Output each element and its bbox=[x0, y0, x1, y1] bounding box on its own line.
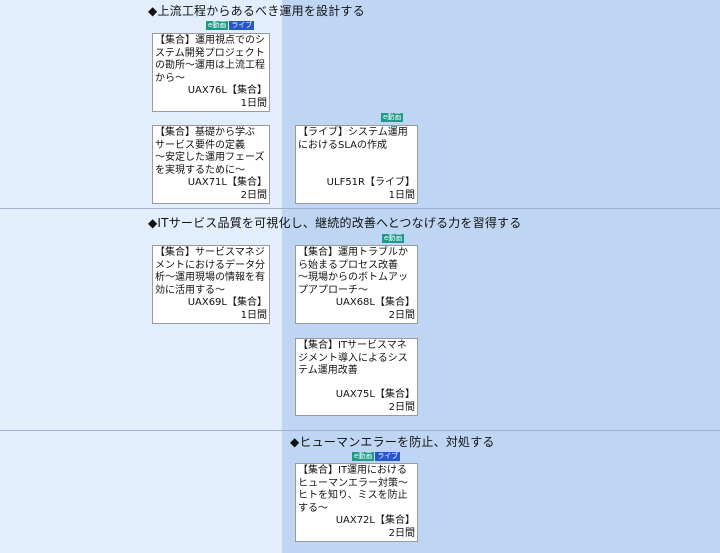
course-code: UAX69L【集合】 bbox=[187, 297, 267, 308]
course-title: 【ライブ】システム運用におけるSLAの作成 bbox=[298, 127, 408, 151]
course-title: 【集合】運用トラブルから始まるプロセス改善 ～現場からのボトムアップアプローチ～ bbox=[298, 247, 408, 296]
course-duration: 1日間 bbox=[240, 309, 267, 321]
live-badge: ライブ bbox=[375, 452, 401, 461]
course-code: UAX72L【集合】 bbox=[335, 515, 415, 526]
video-badge: e動画 bbox=[381, 113, 404, 122]
course-code: UAX71L【集合】 bbox=[187, 177, 267, 188]
section-heading: ◆ヒューマンエラーを防止、対処する bbox=[290, 435, 495, 449]
course-title: 【集合】運用視点でのシステム開発プロジェクトの勘所～運用は上流工程から～ bbox=[155, 35, 265, 84]
course-title: 【集合】基礎から学ぶ サービス要件の定義 ～安定した運用フェーズを実現するために… bbox=[155, 127, 265, 176]
section-divider bbox=[0, 430, 720, 431]
course-code: UAX76L【集合】 bbox=[187, 85, 267, 96]
course-title: 【集合】サービスマネジメントにおけるデータ分析～運用現場の情報を有効に活用する～ bbox=[155, 247, 265, 296]
section-heading: ◆ITサービス品質を可視化し、継続的改善へとつなげる力を習得する bbox=[148, 216, 522, 230]
course-card[interactable]: 【集合】運用トラブルから始まるプロセス改善 ～現場からのボトムアップアプローチ～… bbox=[295, 245, 418, 324]
course-badges: e動画 bbox=[382, 234, 405, 243]
course-card[interactable]: 【集合】ITサービスマネジメント導入によるシステム運用改善 UAX75L【集合】… bbox=[295, 338, 418, 416]
course-duration: 2日間 bbox=[388, 309, 415, 321]
course-code: ULF51R【ライブ】 bbox=[326, 177, 415, 188]
live-badge: ライブ bbox=[229, 21, 255, 30]
course-card[interactable]: 【集合】IT運用におけるヒューマンエラー対策～ヒトを知り、ミスを防止する～ UA… bbox=[295, 463, 418, 542]
course-duration: 2日間 bbox=[240, 189, 267, 201]
course-card[interactable]: 【集合】サービスマネジメントにおけるデータ分析～運用現場の情報を有効に活用する～… bbox=[152, 245, 270, 324]
course-duration: 2日間 bbox=[388, 527, 415, 539]
course-duration: 1日間 bbox=[240, 97, 267, 109]
course-badges: e動画 ライブ bbox=[206, 21, 255, 30]
section-divider bbox=[0, 208, 720, 209]
course-code: UAX68L【集合】 bbox=[335, 297, 415, 308]
course-badges: e動画 bbox=[381, 113, 404, 122]
course-card[interactable]: 【ライブ】システム運用におけるSLAの作成 ULF51R【ライブ】 1日間 bbox=[295, 125, 418, 204]
course-title: 【集合】IT運用におけるヒューマンエラー対策～ヒトを知り、ミスを防止する～ bbox=[298, 465, 408, 514]
video-badge: e動画 bbox=[206, 21, 229, 30]
course-code: UAX75L【集合】 bbox=[335, 389, 415, 400]
course-badges: e動画 ライブ bbox=[352, 452, 401, 461]
course-title: 【集合】ITサービスマネジメント導入によるシステム運用改善 bbox=[298, 340, 408, 376]
course-duration: 2日間 bbox=[388, 401, 415, 413]
section-heading: ◆上流工程からあるべき運用を設計する bbox=[148, 4, 365, 18]
course-card[interactable]: 【集合】運用視点でのシステム開発プロジェクトの勘所～運用は上流工程から～ UAX… bbox=[152, 33, 270, 112]
course-card[interactable]: 【集合】基礎から学ぶ サービス要件の定義 ～安定した運用フェーズを実現するために… bbox=[152, 125, 270, 204]
course-duration: 1日間 bbox=[388, 189, 415, 201]
video-badge: e動画 bbox=[382, 234, 405, 243]
video-badge: e動画 bbox=[352, 452, 375, 461]
